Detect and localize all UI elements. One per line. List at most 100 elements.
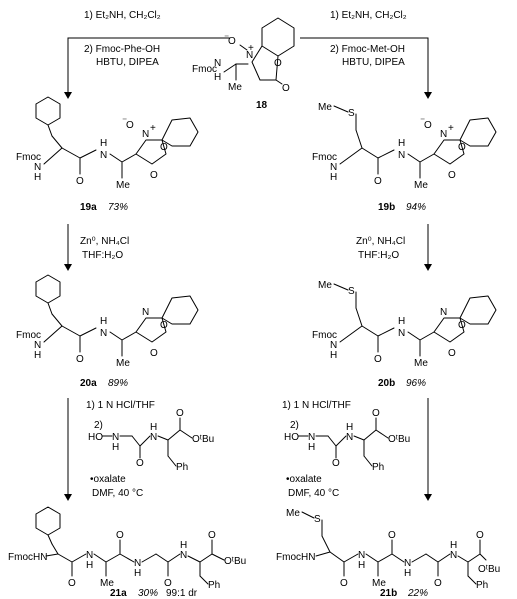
svg-text:H: H: [34, 172, 41, 183]
svg-text:Zn⁰, NH₄Cl: Zn⁰, NH₄Cl: [356, 236, 405, 247]
svg-text:O: O: [388, 530, 396, 541]
svg-text:1) 1 N HCl/THF: 1) 1 N HCl/THF: [282, 400, 351, 411]
compound-21b: Me S FmocHN O N H Me O N H O N H Ph O: [276, 508, 500, 599]
methyl: Me: [228, 82, 242, 93]
svg-text:N: N: [450, 550, 457, 561]
svg-text:OᵗBu: OᵗBu: [388, 434, 410, 445]
svg-text:S: S: [314, 514, 321, 525]
svg-text:O: O: [434, 578, 442, 589]
svg-text:Ph: Ph: [208, 580, 220, 591]
svg-text:1) 1 N HCl/THF: 1) 1 N HCl/THF: [86, 400, 155, 411]
svg-text:N: N: [346, 432, 353, 443]
yield-19a: 73%: [108, 202, 128, 213]
svg-text:O: O: [208, 530, 216, 541]
compound-label-21a: 21a: [110, 588, 127, 599]
svg-text:H: H: [100, 316, 107, 327]
svg-text:THF:H₂O: THF:H₂O: [82, 250, 123, 261]
svg-text:OᵗBu: OᵗBu: [224, 556, 246, 567]
n-oxide-n: N: [246, 50, 253, 61]
svg-text:N: N: [34, 162, 41, 173]
svg-text:Me: Me: [100, 578, 114, 589]
svg-text:O: O: [372, 408, 380, 419]
svg-text:N: N: [398, 150, 405, 161]
compound-21a: FmocHN O N H Me O N H O N H Ph O OᵗBu 21…: [8, 506, 246, 599]
svg-text:H: H: [404, 568, 411, 579]
yield-19b: 94%: [406, 202, 426, 213]
fmoc-label: Fmoc: [192, 64, 217, 75]
svg-text:N: N: [134, 558, 141, 569]
svg-text:Me: Me: [318, 280, 332, 291]
svg-text:O: O: [164, 578, 172, 589]
svg-text:1) Et₂NH, CH₂Cl₂: 1) Et₂NH, CH₂Cl₂: [330, 10, 407, 21]
svg-text:Me: Me: [116, 358, 130, 369]
svg-text:H: H: [150, 422, 157, 433]
svg-text:N: N: [100, 328, 107, 339]
svg-text:N: N: [34, 340, 41, 351]
svg-text:HBTU, DIPEA: HBTU, DIPEA: [96, 57, 159, 68]
svg-text:Me: Me: [372, 578, 386, 589]
compound-label-19a: 19a: [80, 202, 97, 213]
svg-text:H: H: [450, 540, 457, 551]
svg-text:N: N: [398, 328, 405, 339]
svg-text:N: N: [330, 162, 337, 173]
svg-text:O: O: [176, 408, 184, 419]
svg-text:O: O: [136, 458, 144, 469]
svg-text:H: H: [346, 422, 353, 433]
svg-text:Fmoc: Fmoc: [312, 330, 337, 341]
svg-text:O: O: [160, 142, 168, 153]
compound-label-20b: 20b: [378, 378, 395, 389]
svg-text:•oxalate: •oxalate: [90, 474, 126, 485]
svg-text:O: O: [458, 320, 466, 331]
svg-text:H: H: [112, 442, 119, 453]
svg-text:2): 2): [290, 420, 299, 431]
svg-text:O: O: [160, 320, 168, 331]
svg-text:O: O: [150, 170, 158, 181]
n-oxide-o: O: [228, 36, 236, 47]
ring-oxygen: O: [274, 58, 282, 69]
carbonyl-o: O: [282, 83, 290, 94]
yield-20b: 96%: [406, 378, 426, 389]
svg-text:N: N: [330, 340, 337, 351]
svg-text:H: H: [358, 560, 365, 571]
svg-text:O: O: [68, 578, 76, 589]
svg-text:⁻: ⁻: [420, 116, 425, 127]
svg-text:+: +: [248, 43, 254, 54]
svg-text:OᵗBu: OᵗBu: [192, 434, 214, 445]
yield-20a: 89%: [108, 378, 128, 389]
svg-text:HO: HO: [88, 432, 103, 443]
svg-text:O: O: [332, 458, 340, 469]
compound-19b: Me S Fmoc N H O N H Me N + O ⁻ O O 19b 9…: [312, 102, 497, 213]
svg-text:Me: Me: [414, 358, 428, 369]
conditions-right-mid: Zn⁰, NH₄Cl THF:H₂O: [356, 236, 405, 261]
svg-text:2): 2): [94, 420, 103, 431]
svg-text:HO: HO: [284, 432, 299, 443]
svg-text:H: H: [330, 350, 337, 361]
svg-text:O: O: [374, 176, 382, 187]
svg-text:O: O: [126, 120, 134, 131]
svg-text:H: H: [86, 560, 93, 571]
svg-text:O: O: [424, 120, 432, 131]
svg-text:N: N: [308, 432, 315, 443]
svg-text:DMF, 40 °C: DMF, 40 °C: [288, 488, 339, 499]
svg-text:O: O: [76, 176, 84, 187]
svg-text:O: O: [150, 348, 158, 359]
svg-text:N: N: [150, 432, 157, 443]
arrow-18-to-19a: [64, 37, 230, 99]
svg-text:H: H: [330, 172, 337, 183]
yield-21b: 22%: [407, 588, 428, 599]
compound-20a: Fmoc N H O N H Me N O O 20a 89%: [16, 274, 199, 389]
svg-text:N: N: [100, 150, 107, 161]
svg-text:Fmoc: Fmoc: [16, 330, 41, 341]
compound-label-20a: 20a: [80, 378, 97, 389]
svg-text:N: N: [404, 558, 411, 569]
svg-text:H: H: [180, 540, 187, 551]
svg-text:Ph: Ph: [176, 462, 188, 473]
svg-text:Fmoc: Fmoc: [312, 152, 337, 163]
svg-text:O: O: [448, 170, 456, 181]
svg-text:Zn⁰, NH₄Cl: Zn⁰, NH₄Cl: [80, 236, 129, 247]
svg-text:N: N: [358, 550, 365, 561]
svg-text:•oxalate: •oxalate: [286, 474, 322, 485]
conditions-right-bot: 1) 1 N HCl/THF 2) HO N H O N H Ph O OᵗBu…: [282, 400, 410, 499]
svg-text:N: N: [86, 550, 93, 561]
svg-text:O: O: [476, 530, 484, 541]
